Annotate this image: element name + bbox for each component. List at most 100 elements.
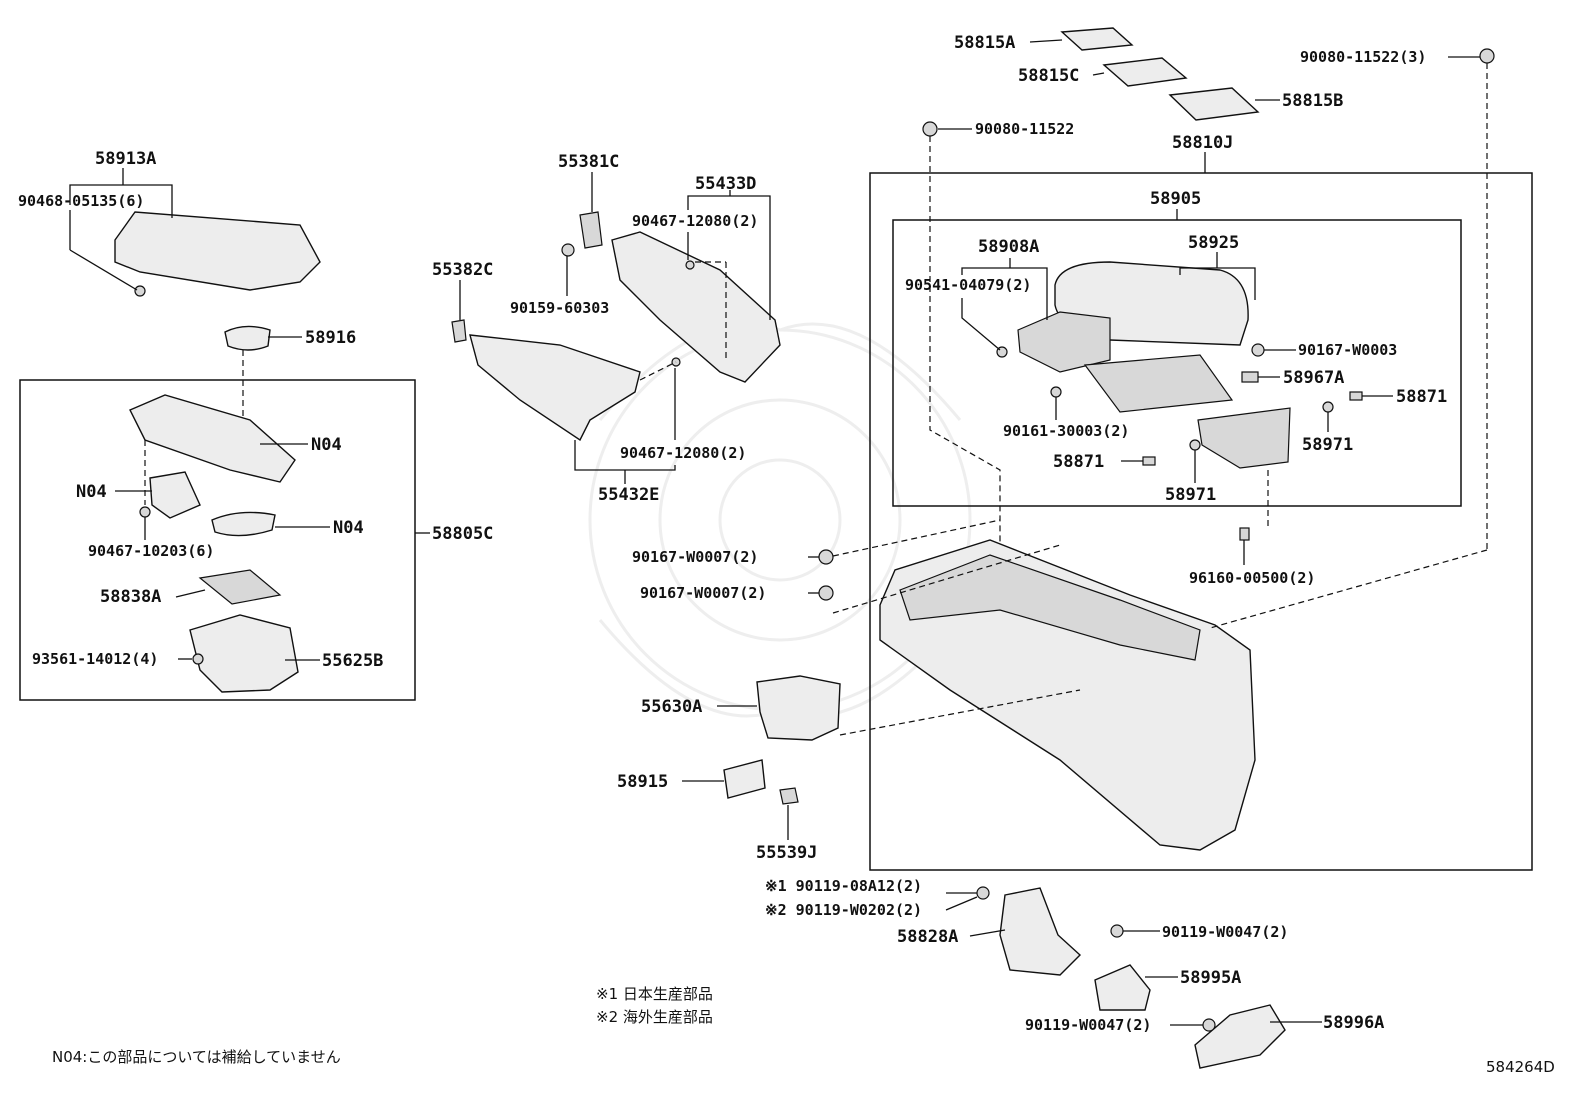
note-japan-production: ※1 日本生産部品 — [596, 985, 713, 1003]
label-58971-b: 58971 — [1165, 485, 1216, 505]
label-58913a: 58913A — [95, 149, 156, 169]
clip-55382c-shape — [451, 319, 467, 343]
bolt-90167-w0007a-icon — [818, 549, 834, 565]
bumper-58971a-icon — [1322, 401, 1334, 413]
label-90167-w0007-a: 90167-W0007(2) — [632, 548, 758, 566]
plate-58915-shape — [723, 759, 766, 799]
cup-55630a-shape — [756, 675, 841, 741]
clip-55539j-shape — [779, 787, 799, 805]
label-58925: 58925 — [1188, 233, 1239, 253]
pad-58815b-shape — [1168, 87, 1260, 121]
label-90080-11522-3: 90080-11522(3) — [1300, 48, 1426, 66]
label-58815a: 58815A — [954, 33, 1015, 53]
label-58815c: 58815C — [1018, 66, 1079, 86]
label-90467-12080-a: 90467-12080(2) — [632, 212, 758, 230]
label-55382c: 55382C — [432, 260, 493, 280]
ring-n04-shape — [211, 511, 276, 537]
label-90119-w0047-a: 90119-W0047(2) — [1162, 923, 1288, 941]
label-90161-30003: 90161-30003(2) — [1003, 422, 1129, 440]
nut-96160-shape — [1239, 527, 1250, 541]
clip-58871a-shape — [1349, 391, 1363, 401]
cupholder-55625b-shape — [189, 614, 299, 693]
label-58995a: 58995A — [1180, 968, 1241, 988]
label-90468-05135: 90468-05135(6) — [18, 192, 144, 210]
label-90467-12080-b: 90467-12080(2) — [620, 444, 746, 462]
bumper-58971b-icon — [1189, 439, 1201, 451]
bracket-58828a-shape — [999, 887, 1082, 976]
label-n04-c: N04 — [333, 518, 364, 538]
label-58838a: 58838A — [100, 587, 161, 607]
panel-55432e-shape — [469, 334, 641, 442]
console-body-inner-shape — [899, 554, 1201, 661]
lid-inner-shape — [1083, 354, 1234, 413]
label-55630a: 55630A — [641, 697, 702, 717]
label-58815b: 58815B — [1282, 91, 1343, 111]
label-58828a: 58828A — [897, 927, 958, 947]
label-58967a: 58967A — [1283, 368, 1344, 388]
diagram-code: 584264D — [1486, 1058, 1555, 1076]
label-58908a: 58908A — [978, 237, 1039, 257]
label-55433d: 55433D — [695, 174, 756, 194]
label-58996a: 58996A — [1323, 1013, 1384, 1033]
clip-58967a-shape — [1241, 371, 1259, 383]
panel-n04-shape — [129, 394, 296, 483]
box-58805c — [19, 379, 416, 701]
label-90119-w0047-b: 90119-W0047(2) — [1025, 1016, 1151, 1034]
mat-58838a-shape — [198, 569, 282, 605]
tray-n04-shape — [149, 471, 201, 519]
pad-58815a-shape — [1060, 27, 1134, 51]
bracket-58995a-shape — [1094, 964, 1151, 1011]
label-90541-04079: 90541-04079(2) — [905, 276, 1031, 294]
label-58971-a: 58971 — [1302, 435, 1353, 455]
label-n04-b: N04 — [76, 482, 107, 502]
label-90167-w0007-b: 90167-W0007(2) — [640, 584, 766, 602]
screw-90467-12080a-icon — [685, 260, 695, 270]
label-58871-a: 58871 — [1396, 387, 1447, 407]
label-n04-a: N04 — [311, 435, 342, 455]
note-n04-not-supplied: N04:この部品については補給していません — [52, 1048, 341, 1066]
screw-90467-10203-icon — [139, 506, 151, 518]
label-58805c: 58805C — [432, 524, 493, 544]
label-90159-60303: 90159-60303 — [510, 299, 609, 317]
label-90167-w0003: 90167-W0003 — [1298, 341, 1397, 359]
label-55539j: 55539J — [756, 843, 817, 863]
note-overseas-production: ※2 海外生産部品 — [596, 1008, 713, 1026]
clip-90159-icon — [561, 243, 575, 257]
hinge-58908a-shape — [1017, 311, 1111, 373]
screw-90468-icon — [134, 285, 146, 297]
box-58810j — [869, 172, 1533, 871]
label-58871-b: 58871 — [1053, 452, 1104, 472]
bolt-90080-3-icon — [1479, 48, 1495, 64]
bracket-58996a-shape — [1194, 1004, 1286, 1069]
bolt-90167-w0007b-icon — [818, 585, 834, 601]
clip-58871b-shape — [1142, 456, 1156, 466]
dashed-assembly-lines — [144, 63, 1488, 736]
label-55625b: 55625B — [322, 651, 383, 671]
bolt-90119-w0047a-icon — [1110, 924, 1124, 938]
label-55432e: 55432E — [598, 485, 659, 505]
clip-55381c-shape — [579, 211, 603, 249]
screw-90161-icon — [1050, 386, 1062, 398]
label-58916: 58916 — [305, 328, 356, 348]
bolt-90119-w0047b-icon — [1202, 1018, 1216, 1032]
label-90119-08a12: ※1 90119-08A12(2) — [765, 877, 922, 895]
label-90080-11522: 90080-11522 — [975, 120, 1074, 138]
label-93561-14012: 93561-14012(4) — [32, 650, 158, 668]
latch-assembly-shape — [1197, 407, 1291, 469]
label-96160-00500: 96160-00500(2) — [1189, 569, 1315, 587]
screw-93561-icon — [192, 653, 204, 665]
label-55381c: 55381C — [558, 152, 619, 172]
label-58810j: 58810J — [1172, 133, 1233, 153]
label-58915: 58915 — [617, 772, 668, 792]
bolt-90080-icon — [922, 121, 938, 137]
bezel-58913a-shape — [114, 211, 321, 291]
screw-90167-w0003-icon — [1251, 343, 1265, 357]
ring-58916-shape — [224, 325, 271, 351]
bolt-90119-08a12-icon — [976, 886, 990, 900]
label-58905: 58905 — [1150, 189, 1201, 209]
label-90119-w0202: ※2 90119-W0202(2) — [765, 901, 922, 919]
panel-55433d-shape — [611, 231, 781, 383]
pad-58815c-shape — [1102, 57, 1188, 87]
leader-lines — [69, 39, 1480, 1026]
